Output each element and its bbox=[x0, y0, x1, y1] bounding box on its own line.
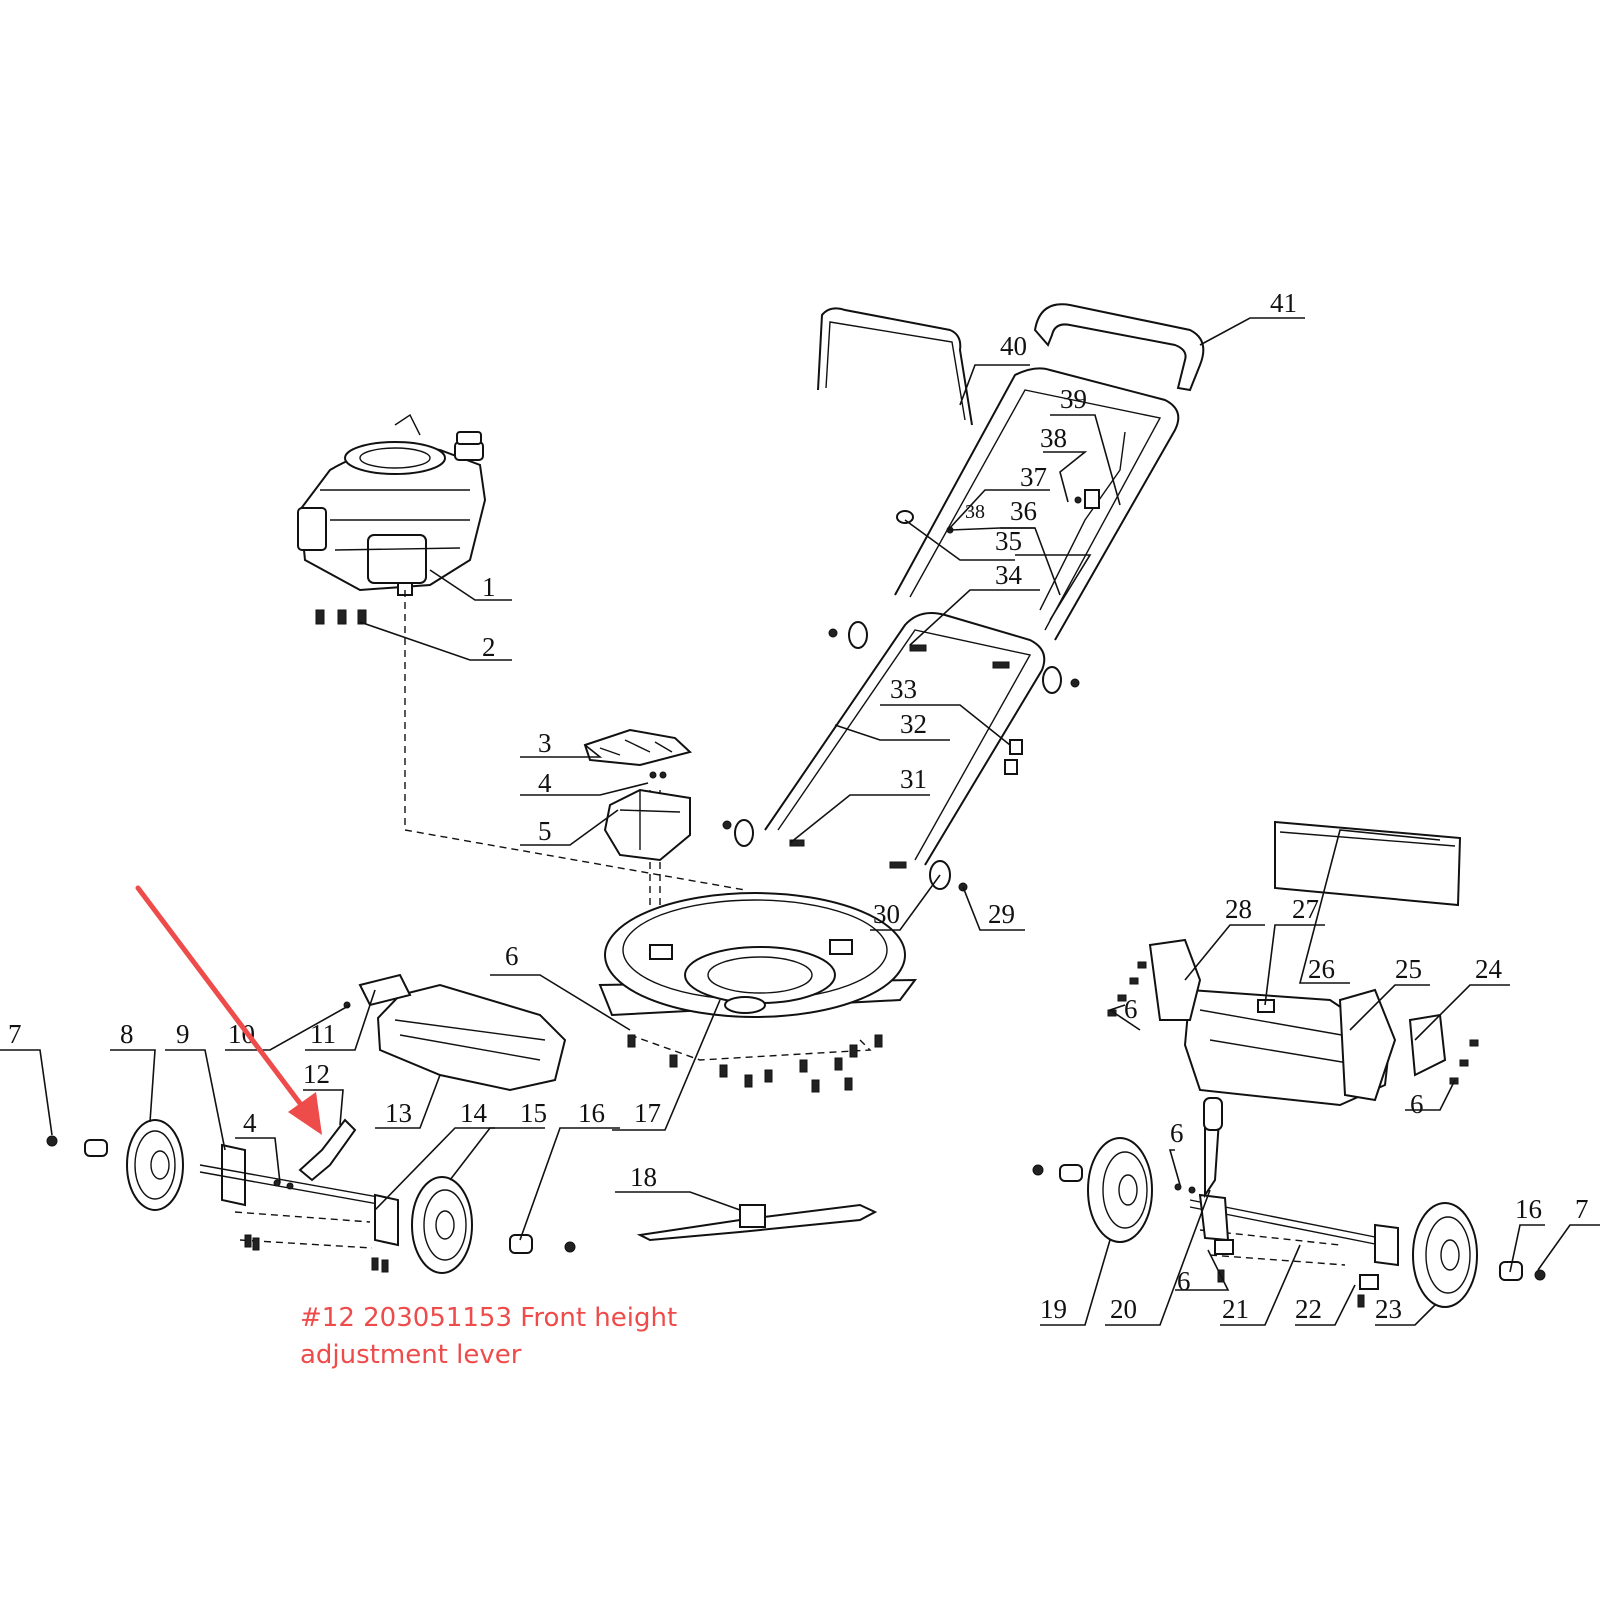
part-label-23: 23 bbox=[1375, 1294, 1402, 1324]
part-label-9: 9 bbox=[176, 1019, 190, 1049]
leader-lines bbox=[0, 317, 1600, 1326]
part-label-8: 8 bbox=[120, 1019, 134, 1049]
part-label-38-second: 38 bbox=[965, 501, 985, 523]
part-label-6-rear-right: 6 bbox=[1410, 1089, 1424, 1119]
part-label-6-rear-bottom: 6 bbox=[1177, 1266, 1191, 1296]
part-label-4-rear: 6 bbox=[1170, 1118, 1184, 1148]
lower-handle-drawing bbox=[764, 612, 1046, 866]
cable-drawing bbox=[896, 431, 1126, 611]
part-label-12: 12 bbox=[303, 1059, 330, 1089]
rear-axle-assembly-drawing bbox=[1032, 1097, 1546, 1308]
part-label-36: 36 bbox=[1010, 496, 1037, 526]
part-label-11: 11 bbox=[310, 1019, 336, 1049]
part-label-18: 18 bbox=[630, 1162, 657, 1192]
part-label-7: 7 bbox=[8, 1019, 22, 1049]
part-label-5: 5 bbox=[538, 816, 552, 846]
front-axle-assembly-drawing bbox=[46, 1118, 576, 1274]
part-label-25: 25 bbox=[1395, 954, 1422, 984]
cover-alignment-line bbox=[649, 790, 661, 925]
front-cover-drawing bbox=[343, 973, 567, 1092]
part-label-17: 17 bbox=[634, 1098, 661, 1128]
blade-drawing bbox=[636, 1203, 878, 1242]
annotation-line-1: #12 203051153 Front height bbox=[300, 1303, 678, 1333]
part-label-35: 35 bbox=[995, 526, 1022, 556]
part-label-40: 40 bbox=[1000, 331, 1027, 361]
part-label-15: 15 bbox=[520, 1098, 547, 1128]
part-annotation: #12 203051153 Front height adjustment le… bbox=[300, 1300, 760, 1374]
part-label-31: 31 bbox=[900, 764, 927, 794]
deck-screw-line bbox=[629, 1034, 872, 1061]
engine-drawing bbox=[297, 413, 487, 596]
part-label-4-front: 4 bbox=[243, 1108, 257, 1138]
part-label-28: 28 bbox=[1225, 894, 1252, 924]
part-label-27: 27 bbox=[1292, 894, 1319, 924]
part-label-33: 33 bbox=[890, 674, 917, 704]
red-arrow-pointer bbox=[135, 885, 322, 1135]
handle-knobs-drawing bbox=[722, 621, 1080, 892]
part-label-30: 30 bbox=[873, 899, 900, 929]
front-axle-bolt-line bbox=[234, 1211, 373, 1249]
upper-handle-drawing bbox=[894, 367, 1180, 641]
part-label-4: 4 bbox=[538, 768, 552, 798]
part-label-7-rear: 7 bbox=[1575, 1194, 1589, 1224]
mower-deck-drawing bbox=[598, 892, 918, 1018]
annotation-line-2: adjustment lever bbox=[300, 1340, 522, 1370]
part-label-34: 34 bbox=[995, 560, 1023, 590]
part-label-39: 39 bbox=[1060, 384, 1087, 414]
part-label-14: 14 bbox=[460, 1098, 488, 1128]
part-label-37: 37 bbox=[1020, 462, 1047, 492]
part-label-38: 38 bbox=[1040, 423, 1067, 453]
part-label-13: 13 bbox=[385, 1098, 412, 1128]
part-label-24: 24 bbox=[1475, 954, 1503, 984]
part-label-21: 21 bbox=[1222, 1294, 1249, 1324]
engine-bolts-drawing bbox=[315, 609, 367, 625]
part-label-6-rear-left: 6 bbox=[1124, 994, 1138, 1024]
part-label-2: 2 bbox=[482, 632, 496, 662]
part-label-32: 32 bbox=[900, 709, 927, 739]
part-label-16: 16 bbox=[578, 1098, 605, 1128]
part-labels: 1 2 3 4 5 6 7 8 9 10 11 12 13 14 15 16 1… bbox=[8, 288, 1589, 1324]
engine-alignment-line bbox=[404, 590, 746, 930]
part-label-1: 1 bbox=[482, 572, 496, 602]
part-label-22: 22 bbox=[1295, 1294, 1322, 1324]
part-label-19: 19 bbox=[1040, 1294, 1067, 1324]
part-label-3: 3 bbox=[538, 728, 552, 758]
control-bar-drawing bbox=[817, 307, 973, 426]
part-label-29: 29 bbox=[988, 899, 1015, 929]
grass-bag-frame-drawing bbox=[1148, 820, 1462, 1107]
part-label-6: 6 bbox=[505, 941, 519, 971]
mulch-cover-drawing bbox=[583, 728, 693, 862]
part-label-20: 20 bbox=[1110, 1294, 1137, 1324]
part-label-16-rear: 16 bbox=[1515, 1194, 1542, 1224]
rear-axle-bolt-line bbox=[1199, 1229, 1346, 1266]
part-label-41: 41 bbox=[1270, 288, 1297, 318]
part-label-26: 26 bbox=[1308, 954, 1335, 984]
handle-grip-drawing bbox=[1033, 303, 1205, 392]
deck-screws-drawing bbox=[627, 1034, 883, 1093]
